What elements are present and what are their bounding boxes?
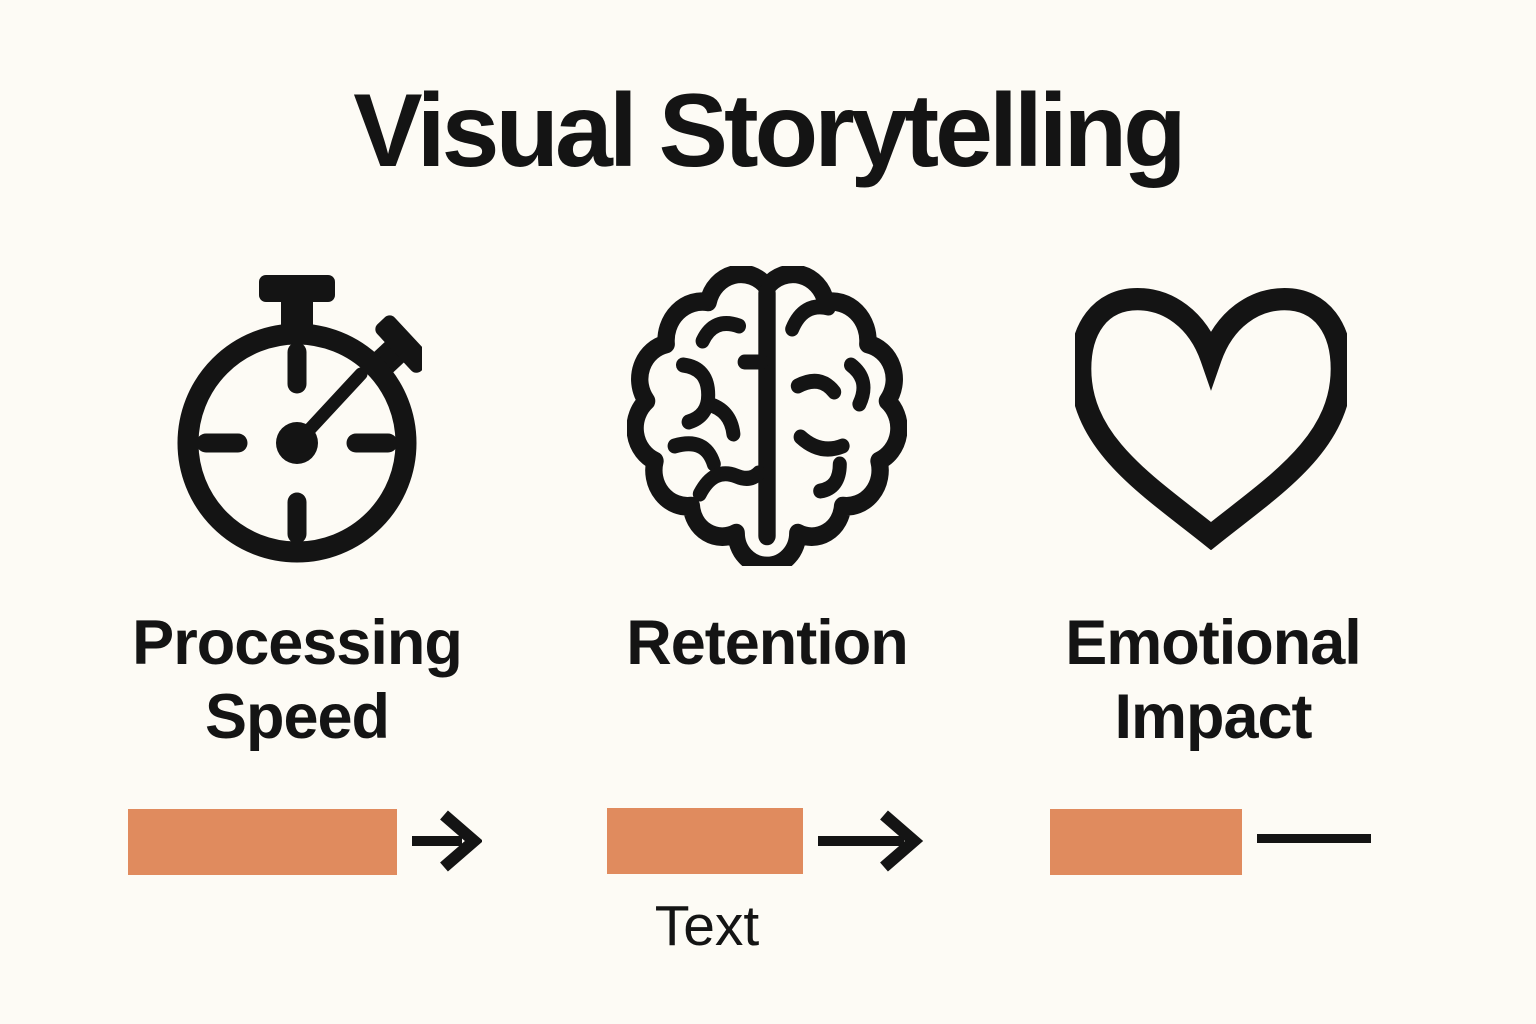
dash-icon bbox=[1257, 834, 1371, 843]
label-line: Processing bbox=[132, 608, 463, 678]
label-line: Retention bbox=[626, 608, 908, 678]
stopwatch-icon bbox=[172, 272, 422, 592]
label-processing-speed: Processing Speed bbox=[77, 606, 517, 754]
label-emotional-impact: Emotional Impact bbox=[993, 606, 1433, 754]
arrow-right-icon bbox=[816, 806, 926, 876]
label-retention: Retention bbox=[547, 606, 987, 680]
heart-icon bbox=[1075, 288, 1347, 550]
label-line: Emotional bbox=[1065, 608, 1362, 678]
arrow-right-icon bbox=[410, 806, 484, 876]
text-caption: Text bbox=[654, 894, 760, 958]
page-title: Visual Storytelling bbox=[353, 73, 1186, 189]
accent-bar bbox=[607, 808, 803, 874]
accent-bar bbox=[1050, 809, 1242, 875]
accent-bar bbox=[128, 809, 397, 875]
label-line: Impact bbox=[1114, 682, 1312, 752]
brain-icon bbox=[627, 266, 907, 566]
label-line: Speed bbox=[204, 682, 390, 752]
